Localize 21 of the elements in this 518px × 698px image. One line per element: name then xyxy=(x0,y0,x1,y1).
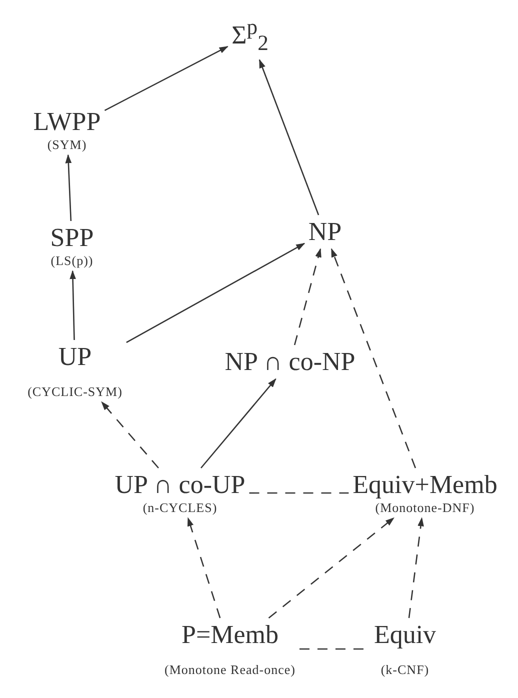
complexity-class-label: UP (CYCLIC-SYM) xyxy=(24,340,126,402)
arrow xyxy=(258,59,320,216)
complexity-class-label: Equiv+Memb (Monotone-DNF) xyxy=(348,468,502,518)
arrow xyxy=(70,270,76,340)
complexity-class-label: P=Memb (Monotone Read-once) xyxy=(160,618,300,680)
dashed-arrow xyxy=(330,248,416,468)
dashed-arrow xyxy=(294,248,322,346)
dashed-arrow xyxy=(408,517,424,618)
arrow xyxy=(126,242,306,343)
dashed-arrow xyxy=(268,517,394,618)
complexity-class-label: NP ∩ co-NP xyxy=(220,345,360,379)
complexity-class-label: UP ∩ co-UP (n-CYCLES) xyxy=(110,468,250,518)
dashed-arrow xyxy=(187,517,221,618)
arrow xyxy=(104,46,228,111)
complexity-class-label: NP xyxy=(304,215,346,249)
complexity-class-label: LWPP (SYM) xyxy=(29,105,105,155)
arrow xyxy=(200,378,276,468)
complexity-class-label: Equiv (k-CNF) xyxy=(370,618,440,680)
complexity-class-label: SPP (LS(p)) xyxy=(46,221,98,271)
arrow xyxy=(65,154,72,222)
dashed-arrow xyxy=(101,401,159,468)
